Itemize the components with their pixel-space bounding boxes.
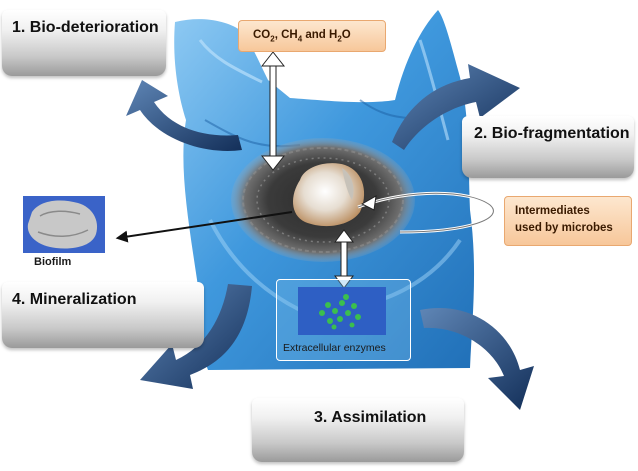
enzymes-label: Extracellular enzymes xyxy=(283,342,386,354)
intermediates-loop-arrow xyxy=(357,191,495,234)
cycle-arrows xyxy=(126,64,534,410)
arrow-3-to-4 xyxy=(420,308,534,410)
arrow-4-to-1 xyxy=(140,284,252,389)
ch4-subscript: 4 xyxy=(297,34,303,44)
separator: , xyxy=(274,29,282,41)
biofilm-label: Biofilm xyxy=(34,256,72,268)
intermediates-line-2: used by microbes xyxy=(515,222,613,234)
h2o-h-label: H xyxy=(329,29,338,41)
enzyme-image xyxy=(298,287,386,335)
degraded-plastic-hole xyxy=(231,138,415,262)
gas-release-arrow xyxy=(260,51,286,171)
arrow-1-to-2 xyxy=(126,80,242,151)
ch4-label: CH xyxy=(281,29,298,41)
enzyme-molecules-overlay xyxy=(319,294,361,330)
stage-bio-fragmentation: 2. Bio-fragmentation xyxy=(462,116,634,178)
h2o-subscript: 2 xyxy=(337,34,342,44)
h2o-o-label: O xyxy=(341,29,351,41)
biofilm-arrow xyxy=(115,211,293,243)
stage-mineralization: 4. Mineralization xyxy=(2,282,204,348)
intermediates-box: Intermediates used by microbes xyxy=(504,196,632,246)
co2-label: CO xyxy=(253,29,271,41)
biofilm-image xyxy=(23,196,105,253)
co2-subscript: 2 xyxy=(270,34,275,44)
stage-assimilation: 3. Assimilation xyxy=(252,398,464,462)
stage-label: 2. Bio-fragmentation xyxy=(474,125,630,142)
intermediates-line-1: Intermediates xyxy=(515,205,590,217)
stage-label: 3. Assimilation xyxy=(314,409,427,426)
arrow-2-to-3 xyxy=(392,64,520,150)
stage-label: 4. Mineralization xyxy=(12,291,137,308)
gases-formula: CO2, CH4 and H2O xyxy=(253,29,351,43)
stage-bio-deterioration: 1. Bio-deterioration xyxy=(2,10,166,76)
stage-label: 1. Bio-deterioration xyxy=(12,19,159,36)
gases-box: CO2, CH4 and H2O xyxy=(238,20,386,52)
and-label: and xyxy=(302,29,330,41)
